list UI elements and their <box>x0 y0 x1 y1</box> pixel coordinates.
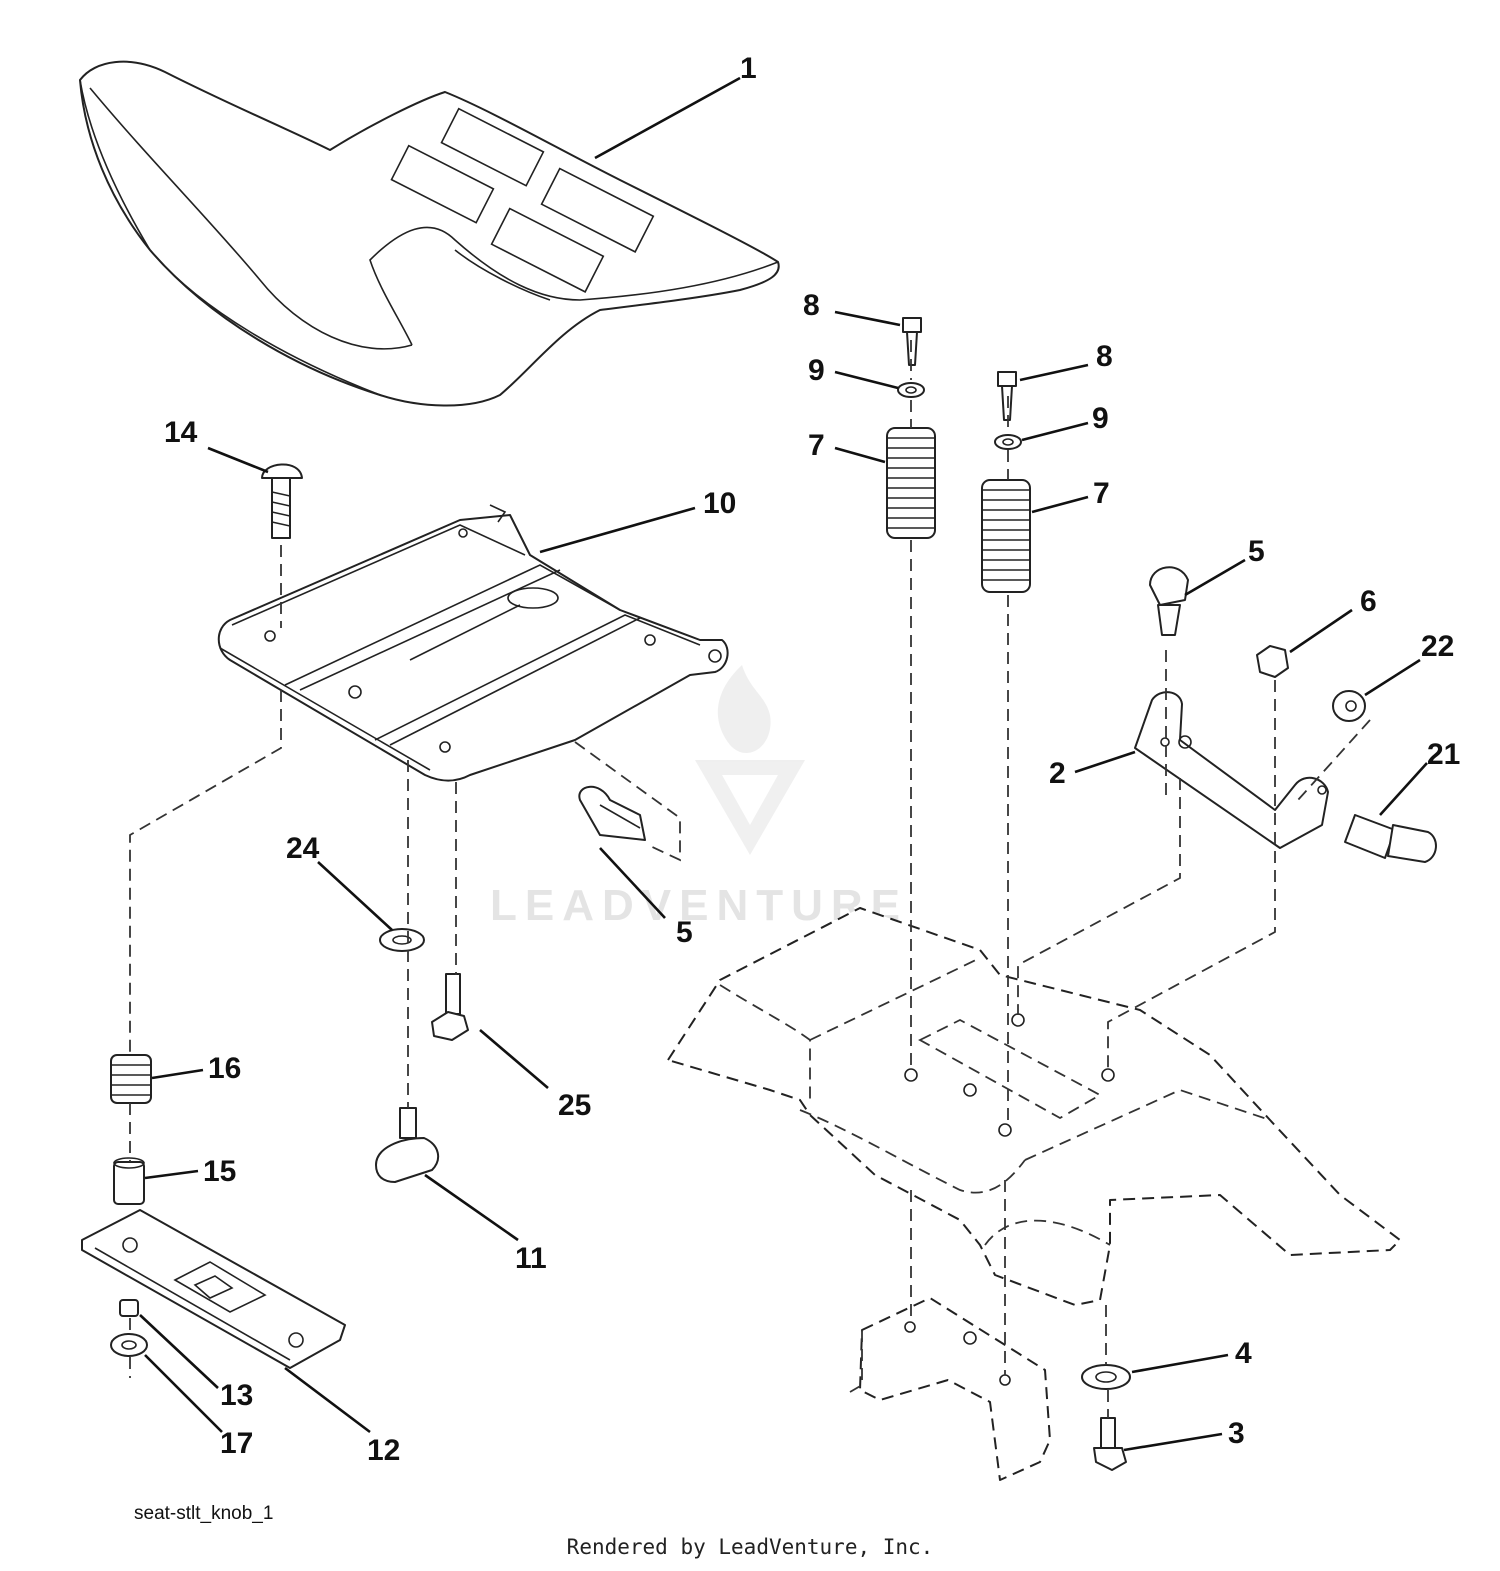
callout-6: 6 <box>1360 585 1377 618</box>
callout-14: 14 <box>164 416 198 449</box>
frame-reference <box>667 907 1401 1481</box>
callout-8a: 8 <box>803 289 820 322</box>
callout-13: 13 <box>220 1379 253 1412</box>
clip-part-5b <box>578 785 646 841</box>
bolt-part-8a <box>902 317 922 366</box>
callout-7b: 7 <box>1093 477 1110 510</box>
washer-part-4 <box>1081 1364 1131 1390</box>
washer-part-9b <box>994 434 1022 450</box>
callout-4: 4 <box>1235 1337 1252 1370</box>
callout-labels: 1 2 3 4 5 5 6 7 7 8 8 9 9 10 11 12 13 14… <box>164 52 1460 1467</box>
callout-3: 3 <box>1228 1417 1245 1450</box>
callout-22: 22 <box>1421 630 1454 663</box>
bolt-part-3 <box>1093 1417 1127 1471</box>
knob-part-11 <box>375 1107 440 1183</box>
callout-11: 11 <box>515 1242 547 1275</box>
callout-12: 12 <box>367 1434 400 1467</box>
seat-part-1 <box>79 60 780 407</box>
footer-credit: Rendered by LeadVenture, Inc. <box>566 1535 934 1559</box>
callout-9b: 9 <box>1092 402 1109 435</box>
callout-2: 2 <box>1049 757 1066 790</box>
spring-part-7b <box>981 479 1031 593</box>
washer-part-9a <box>897 382 925 398</box>
nut-part-22 <box>1332 690 1366 722</box>
bolt-part-8b <box>997 371 1017 421</box>
leader-lines <box>139 76 1428 1452</box>
clip-part-5a <box>1149 566 1189 636</box>
bushing-part-15 <box>113 1157 145 1205</box>
bracket-part-2 <box>1134 691 1329 849</box>
callout-7a: 7 <box>808 429 825 462</box>
callout-25: 25 <box>558 1089 591 1122</box>
leadventure-watermark <box>695 665 805 855</box>
callout-9a: 9 <box>808 354 825 387</box>
callout-16: 16 <box>208 1052 241 1085</box>
nut-part-17 <box>110 1333 148 1357</box>
assembly-lines <box>129 340 1371 1418</box>
callout-5a: 5 <box>1248 535 1265 568</box>
drawing-id-label: seat-stlt_knob_1 <box>134 1503 274 1524</box>
callout-1: 1 <box>740 52 757 85</box>
bolt-part-21 <box>1344 814 1437 863</box>
callout-5b: 5 <box>676 916 693 949</box>
flange-bolt-part-25 <box>431 973 469 1041</box>
callout-17: 17 <box>220 1427 253 1460</box>
spring-part-7a <box>886 427 936 539</box>
seat-pan-part-10 <box>217 504 729 782</box>
callout-8b: 8 <box>1096 340 1113 373</box>
carriage-bolt-part-14 <box>261 463 303 539</box>
watermark-text: LEADVENTURE <box>490 881 908 930</box>
nut-part-13 <box>119 1299 139 1317</box>
spring-part-16 <box>110 1054 152 1104</box>
callout-15: 15 <box>203 1155 236 1188</box>
washer-part-24 <box>379 928 425 952</box>
nut-part-6 <box>1256 645 1289 678</box>
callout-10: 10 <box>703 487 736 520</box>
callout-24: 24 <box>286 832 320 865</box>
callout-21: 21 <box>1427 738 1460 771</box>
slide-bracket-part-12 <box>81 1209 346 1369</box>
